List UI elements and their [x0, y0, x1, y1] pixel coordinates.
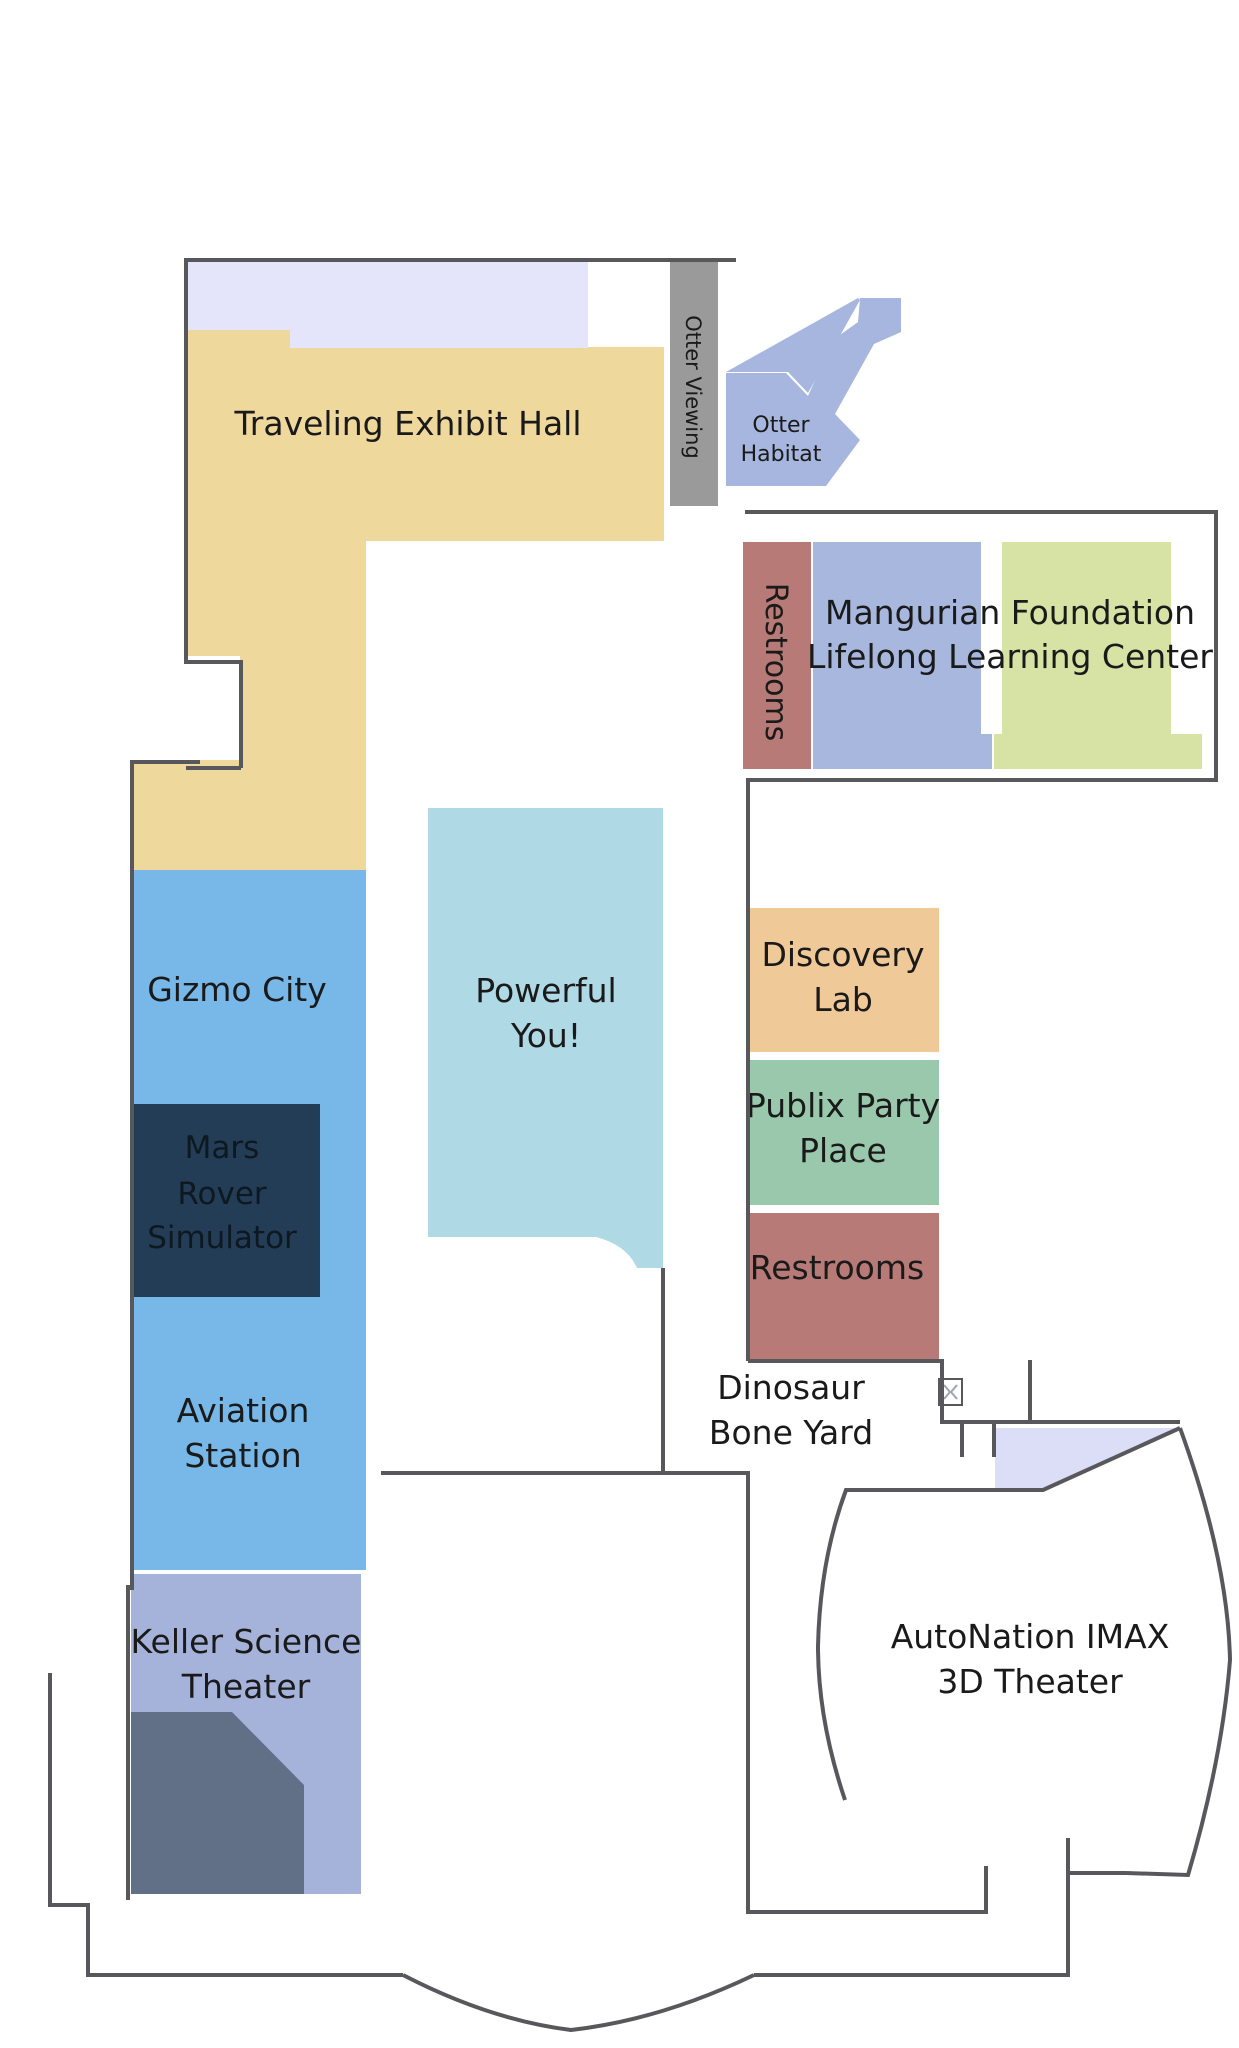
dinosaur-bone-yard-label-2: Bone Yard: [709, 1413, 873, 1452]
keller-science-theater-label-2: Theater: [181, 1667, 311, 1706]
powerful-you-label-1: Powerful: [475, 971, 616, 1010]
publix-party-place-label-1: Publix Party: [746, 1086, 940, 1125]
mars-rover-label-3: Simulator: [147, 1220, 297, 1256]
restrooms-upper-area[interactable]: [743, 542, 811, 769]
mars-rover-label-1: Mars: [185, 1130, 260, 1166]
publix-party-place-area[interactable]: [750, 1060, 939, 1205]
otter-habitat-area[interactable]: [726, 298, 862, 393]
mangurian-label-1: Mangurian Foundation: [825, 593, 1195, 632]
publix-party-place-label-2: Place: [799, 1131, 887, 1170]
keller-science-theater-label-1: Keller Science: [131, 1622, 362, 1661]
mangurian-blue-strip: [813, 734, 992, 769]
otter-habitat-label-1: Otter: [752, 413, 810, 438]
otter-viewing-area[interactable]: [670, 261, 718, 506]
restrooms-lower-label: Restrooms: [750, 1248, 924, 1287]
traveling-exhibit-hall-label: Traveling Exhibit Hall: [234, 404, 582, 443]
keller-science-theater-seating: [131, 1712, 304, 1894]
powerful-you-label-2: You!: [510, 1016, 581, 1055]
traveling-exhibit-hall-area[interactable]: [131, 259, 664, 870]
mangurian-blue-area[interactable]: [813, 542, 981, 734]
mangurian-label-2: Lifelong Learning Center: [807, 637, 1213, 676]
discovery-lab-label-2: Lab: [813, 980, 873, 1019]
imax-label-1: AutoNation IMAX: [891, 1617, 1170, 1656]
mangurian-green-strip: [994, 734, 1202, 769]
dinosaur-bone-yard-label-1: Dinosaur: [717, 1368, 865, 1407]
restrooms-lower-area[interactable]: [750, 1213, 939, 1359]
elevator-icon: [938, 1378, 963, 1406]
mars-rover-simulator-area[interactable]: [131, 1104, 320, 1297]
mangurian-green-area[interactable]: [1002, 542, 1171, 734]
mars-rover-label-2: Rover: [177, 1176, 267, 1212]
imax-label-2: 3D Theater: [937, 1662, 1123, 1701]
discovery-lab-label-1: Discovery: [761, 935, 924, 974]
building-walls: [48, 258, 1233, 2033]
otter-habitat-label-2: Habitat: [741, 442, 822, 467]
traveling-exhibit-hall-top-strip: [188, 261, 588, 348]
aviation-station-label-1: Aviation: [177, 1391, 310, 1430]
gizmo-city-label: Gizmo City: [147, 970, 327, 1009]
powerful-you-area[interactable]: [428, 808, 663, 1268]
discovery-lab-area[interactable]: [750, 908, 939, 1052]
otter-viewing-label: Otter Viewing: [681, 315, 705, 459]
aviation-station-label-2: Station: [184, 1436, 301, 1475]
otter-habitat-pool[interactable]: [726, 298, 901, 486]
restrooms-upper-label: Restrooms: [758, 583, 793, 742]
imax-lobby-accent: [995, 1428, 1179, 1488]
